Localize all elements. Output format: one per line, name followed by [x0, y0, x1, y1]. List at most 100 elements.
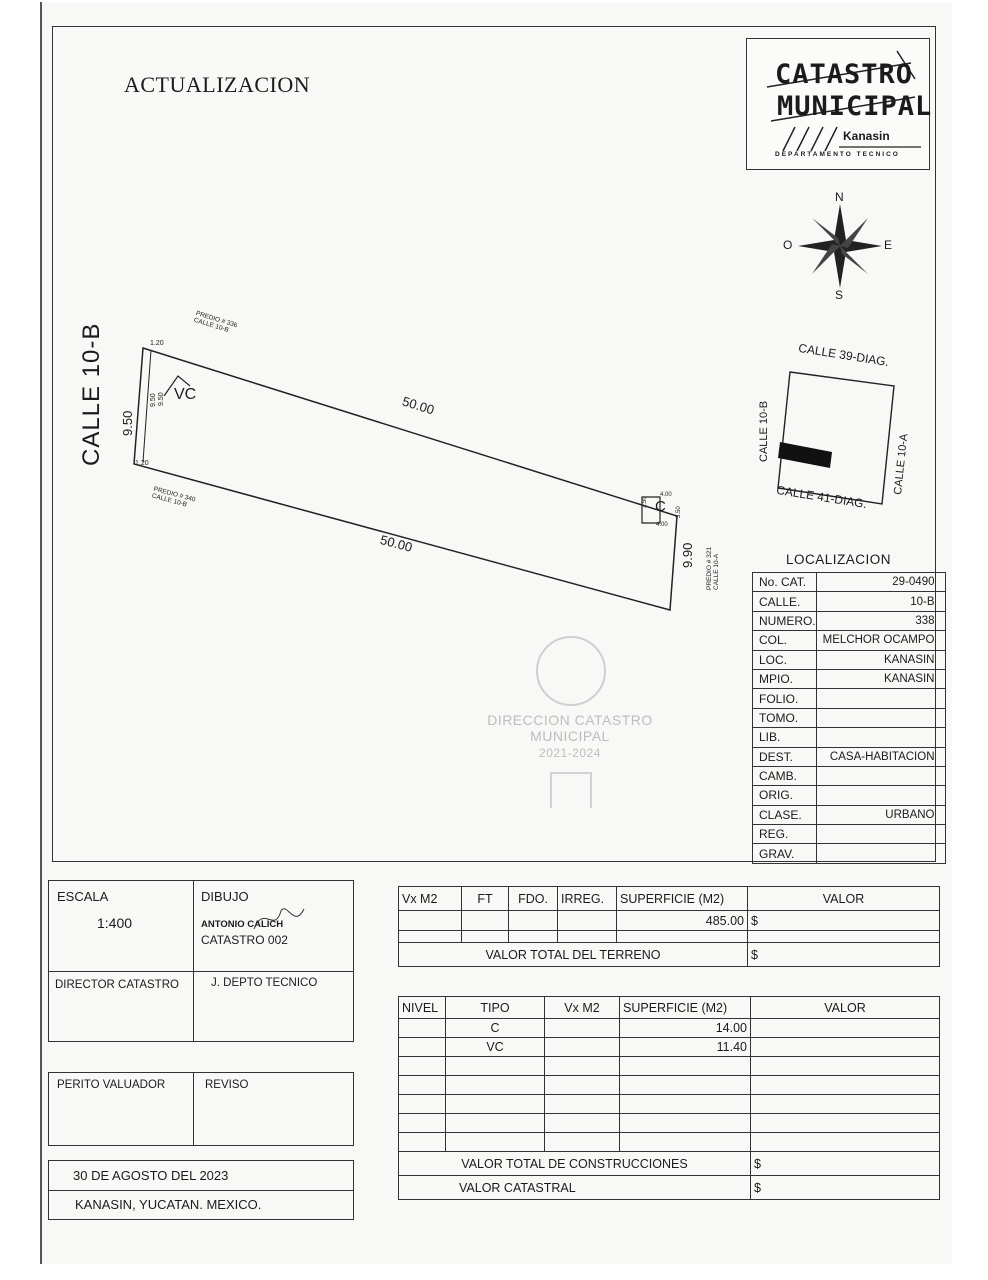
localizacion-label: LIB. [752, 727, 817, 748]
localizacion-label: No. CAT. [752, 571, 817, 593]
localizacion-row: NUMERO.338 [752, 610, 946, 632]
localizacion-value: 10-B [815, 591, 946, 612]
vc-dim-3: 1.20 [150, 340, 164, 347]
building-seal-icon [550, 772, 592, 808]
stamp-text: DIRECCION CATASTRO MUNICIPAL 2021-2024 [487, 712, 653, 760]
terreno-superficie: 485.00 [616, 910, 748, 931]
localizacion-row: REG. [752, 824, 946, 845]
localizacion-value: CASA-HABITACION [815, 746, 946, 767]
localizacion-label: REG. [752, 824, 817, 845]
localizacion-value [815, 843, 946, 864]
localizacion-label: MPIO. [752, 668, 817, 690]
catastral-valor: $ [750, 1175, 940, 1200]
localizacion-row: LOC.KANASIN [752, 649, 946, 670]
terreno-h-vxm2: Vx M2 [398, 886, 462, 911]
mini-map-left: CALLE 10-B [758, 400, 770, 462]
localizacion-label: GRAV. [752, 843, 817, 864]
localizacion-row: CALLE.10-B [752, 591, 946, 612]
constr-h-vxm2: Vx M2 [544, 996, 620, 1019]
localizacion-row: LIB. [752, 727, 946, 748]
date-text: 30 DE AGOSTO DEL 2023 [73, 1168, 229, 1183]
localizacion-value [815, 707, 946, 729]
constr-h-valor: VALOR [750, 996, 940, 1019]
escala-label: ESCALA [57, 889, 109, 904]
logo-dept: DEPARTAMENTO TECNICO [775, 151, 900, 158]
localizacion-value: KANASIN [815, 668, 946, 690]
constr-row [398, 1113, 940, 1133]
compass-s: S [835, 288, 844, 302]
localizacion-label: COL. [752, 630, 817, 651]
c-label: C [655, 498, 666, 515]
localizacion-value [815, 765, 946, 787]
compass-e: E [884, 238, 893, 252]
c-dim-2: 4.00 [656, 522, 668, 528]
localizacion-label: TOMO. [752, 707, 817, 729]
info-box-1: ESCALA 1:400 DIBUJO ANTONIO CALICH CATAS… [48, 880, 354, 1042]
terreno-valor: $ [747, 910, 940, 931]
logo-line-2: MUNICIPAL [777, 91, 933, 122]
logo-line-1: CATASTRO [775, 59, 914, 90]
localizacion-value [815, 785, 946, 806]
logo-hatch-icon [766, 50, 921, 152]
localizacion-value: KANASIN [815, 649, 946, 670]
localizacion-row: MPIO.KANASIN [752, 668, 946, 690]
catastro-logo: CATASTRO MUNICIPAL Kanasin DEPARTAMENTO … [746, 38, 933, 170]
info-box-2: PERITO VALUADOR REVISO [48, 1072, 354, 1146]
mini-map [777, 371, 895, 505]
localizacion-value [815, 727, 946, 748]
localizacion-row: TOMO. [752, 707, 946, 729]
mini-map-lot: 338 [783, 461, 789, 472]
localizacion-label: CAMB. [752, 765, 817, 787]
jdepto-label: J. DEPTO TECNICO [211, 977, 318, 989]
compass-rose: N S E O [780, 190, 900, 302]
dibujo-code: CATASTRO 002 [201, 933, 288, 947]
constr-row [398, 1075, 940, 1095]
localizacion-row: CLASE.URBANO [752, 804, 946, 826]
terreno-h-superficie: SUPERFICIE (M2) [616, 886, 748, 911]
logo-city: Kanasin [843, 129, 890, 143]
localizacion-row: ORIG. [752, 785, 946, 806]
localizacion-value [815, 688, 946, 709]
localizacion-label: CLASE. [752, 804, 817, 826]
localizacion-label: CALLE. [752, 591, 817, 612]
localizacion-row: CAMB. [752, 765, 946, 787]
localizacion-row: No. CAT.29-0490 [752, 571, 946, 593]
vc-dim-4: 1.20 [135, 460, 149, 467]
date-box: 30 DE AGOSTO DEL 2023 KANASIN, YUCATAN. … [48, 1160, 354, 1220]
seal-icon [536, 636, 606, 706]
drawing-frame [52, 26, 936, 862]
signature-icon [253, 908, 305, 930]
localizacion-label: DEST. [752, 746, 817, 767]
localizacion-label: ORIG. [752, 785, 817, 806]
localizacion-label: NUMERO. [752, 610, 817, 632]
constr-h-tipo: TIPO [445, 996, 545, 1019]
localizacion-title: LOCALIZACION [786, 552, 892, 567]
constr-row [398, 1094, 940, 1114]
director-label: DIRECTOR CATASTRO [55, 979, 179, 991]
terreno-total-valor: $ [747, 942, 940, 967]
compass-o: O [783, 238, 793, 252]
dibujo-name: ANTONIO CALICH [201, 919, 284, 930]
localizacion-value: 29-0490 [815, 571, 946, 593]
localizacion-row: FOLIO. [752, 688, 946, 709]
localizacion-row: GRAV. [752, 843, 946, 864]
constr-row [398, 1056, 940, 1076]
perito-label: PERITO VALUADOR [57, 1079, 166, 1091]
constr-total-label: VALOR TOTAL DE CONSTRUCCIONES [398, 1151, 751, 1176]
localizacion-row: DEST.CASA-HABITACION [752, 746, 946, 767]
constr-superficie: 11.40 [619, 1037, 751, 1057]
terreno-h-ft: FT [461, 886, 509, 911]
reviso-label: REVISO [205, 1079, 249, 1091]
terreno-h-valor: VALOR [747, 886, 940, 911]
dibujo-label: DIBUJO [201, 889, 249, 904]
c-dim-1: 4.00 [660, 492, 672, 498]
localizacion-label: LOC. [752, 649, 817, 670]
localizacion-value: MELCHOR OCAMPO [815, 630, 946, 651]
localizacion-row: COL.MELCHOR OCAMPO [752, 630, 946, 651]
constr-superficie: 14.00 [619, 1018, 751, 1038]
catastral-label: VALOR CATASTRAL [398, 1175, 751, 1200]
place-text: KANASIN, YUCATAN. MEXICO. [75, 1197, 262, 1212]
constr-row [398, 1132, 940, 1152]
